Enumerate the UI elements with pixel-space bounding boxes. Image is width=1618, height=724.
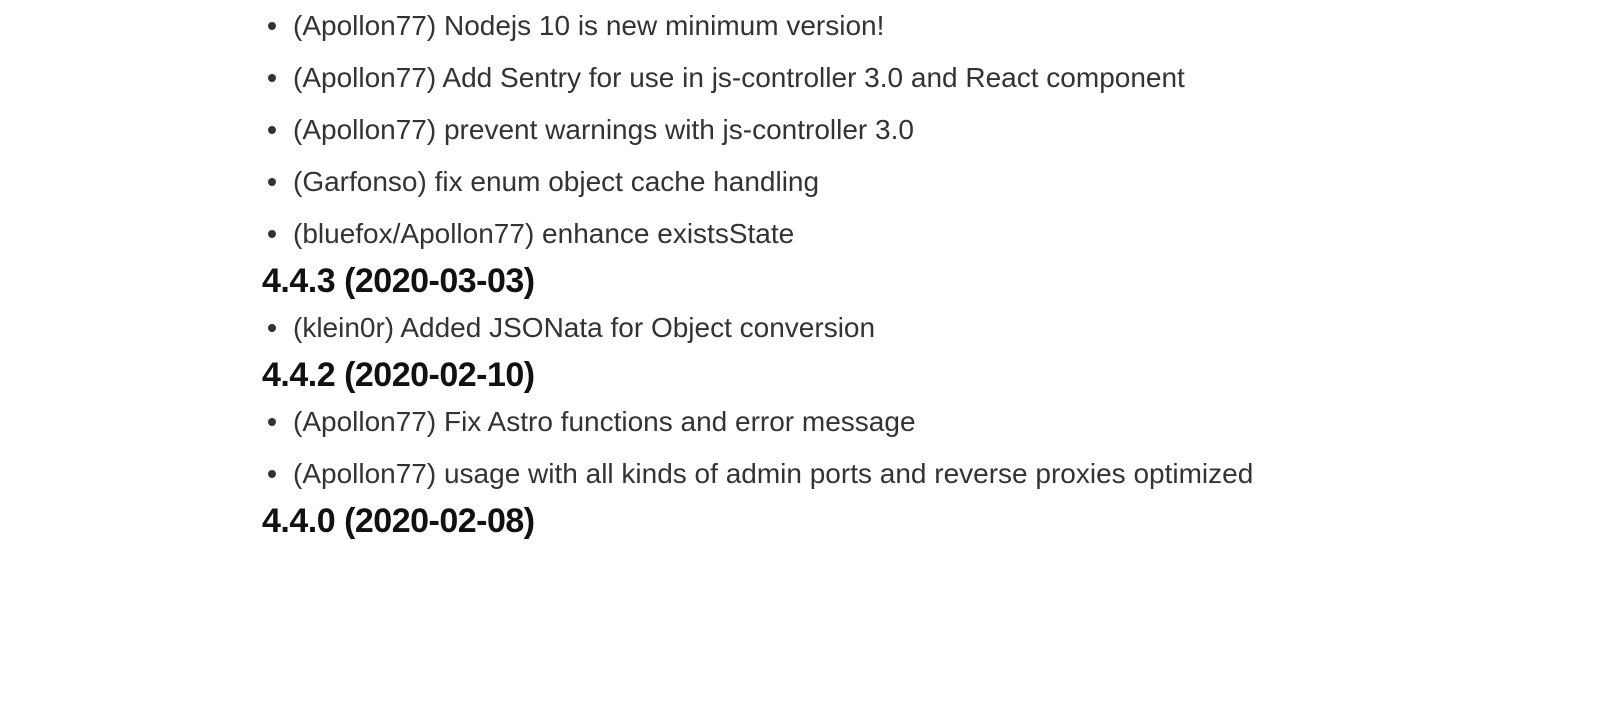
bullet-icon: [268, 74, 276, 82]
list-item: (Apollon77) usage with all kinds of admi…: [262, 448, 1462, 500]
bullet-icon: [268, 126, 276, 134]
changelog-list: (Apollon77) Nodejs 10 is new minimum ver…: [262, 0, 1462, 260]
changelog: (Apollon77) Nodejs 10 is new minimum ver…: [262, 0, 1462, 542]
list-item: (Garfonso) fix enum object cache handlin…: [262, 156, 1462, 208]
changelog-list: (klein0r) Added JSONata for Object conve…: [262, 302, 1462, 354]
bullet-icon: [268, 22, 276, 30]
list-item-text: (Apollon77) Nodejs 10 is new minimum ver…: [293, 10, 885, 41]
list-item-text: (Apollon77) Add Sentry for use in js-con…: [293, 62, 1185, 93]
list-item-text: (Apollon77) usage with all kinds of admi…: [293, 458, 1254, 489]
list-item-text: (Apollon77) Fix Astro functions and erro…: [293, 406, 916, 437]
list-item: (bluefox/Apollon77) enhance existsState: [262, 208, 1462, 260]
version-heading: 4.4.3 (2020-03-03): [262, 262, 535, 300]
bullet-icon: [268, 324, 276, 332]
list-item: (Apollon77) Fix Astro functions and erro…: [262, 396, 1462, 448]
list-item: (Apollon77) Nodejs 10 is new minimum ver…: [262, 0, 1462, 52]
bullet-icon: [268, 418, 276, 426]
bullet-icon: [268, 230, 276, 238]
version-heading: 4.4.0 (2020-02-08): [262, 502, 535, 540]
changelog-list: (Apollon77) Fix Astro functions and erro…: [262, 396, 1462, 500]
list-item-text: (Garfonso) fix enum object cache handlin…: [293, 166, 820, 197]
list-item: (Apollon77) prevent warnings with js-con…: [262, 104, 1462, 156]
list-item: (Apollon77) Add Sentry for use in js-con…: [262, 52, 1462, 104]
list-item-text: (Apollon77) prevent warnings with js-con…: [293, 114, 914, 145]
list-item-text: (klein0r) Added JSONata for Object conve…: [293, 312, 876, 343]
bullet-icon: [268, 178, 276, 186]
list-item: (klein0r) Added JSONata for Object conve…: [262, 302, 1462, 354]
list-item-text: (bluefox/Apollon77) enhance existsState: [293, 218, 795, 249]
version-heading: 4.4.2 (2020-02-10): [262, 356, 535, 394]
bullet-icon: [268, 470, 276, 478]
